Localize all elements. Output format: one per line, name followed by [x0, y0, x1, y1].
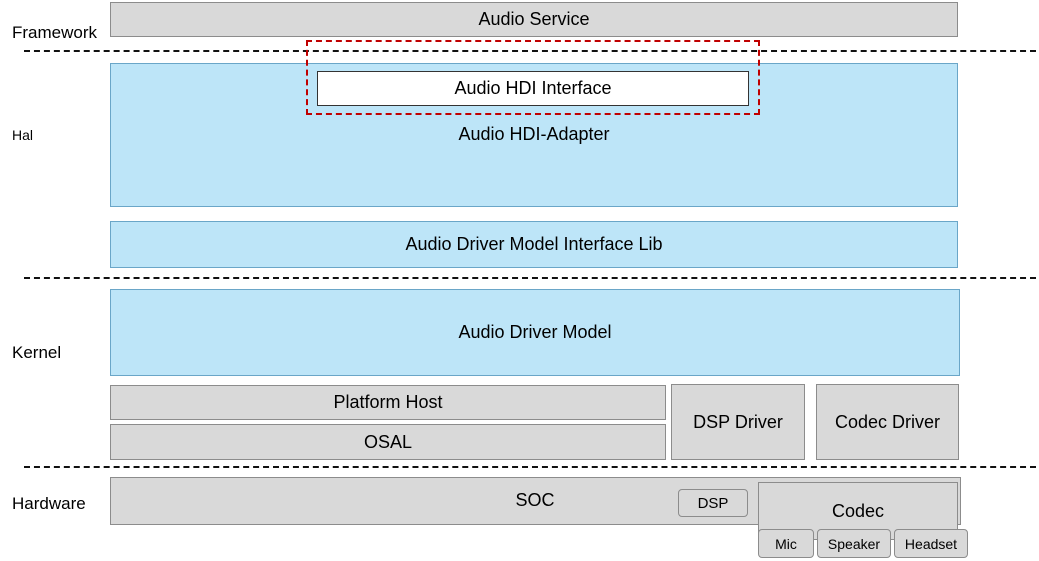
soc-label: SOC	[515, 489, 555, 510]
dsp-driver-box: DSP Driver	[671, 384, 805, 460]
layer-label-kernel: Kernel	[12, 343, 62, 362]
audio-service-box: Audio Service	[110, 2, 958, 37]
headset-box: Headset	[894, 529, 968, 558]
layer-label-framework: Framework	[12, 23, 98, 42]
audio-driver-model-box: Audio Driver Model	[110, 289, 960, 376]
separator-hal-kernel	[24, 277, 1036, 279]
audio-hdi-adapter-label: Audio HDI-Adapter	[458, 124, 610, 144]
codec-driver-box: Codec Driver	[816, 384, 959, 460]
audio-hdi-interface-box: Audio HDI Interface	[317, 71, 749, 106]
platform-host-box: Platform Host	[110, 385, 666, 420]
mic-box: Mic	[758, 529, 814, 558]
layer-label-hal: Hal	[12, 127, 34, 143]
hdi-interface-highlight	[306, 40, 760, 115]
layer-label-hardware: Hardware	[12, 494, 86, 513]
dsp-box: DSP	[678, 489, 748, 517]
audio-driver-model-interface-lib-box: Audio Driver Model Interface Lib	[110, 221, 958, 268]
separator-kernel-hardware	[24, 466, 1036, 468]
osal-box: OSAL	[110, 424, 666, 460]
speaker-box: Speaker	[817, 529, 891, 558]
separator-framework-hal	[24, 50, 1036, 52]
